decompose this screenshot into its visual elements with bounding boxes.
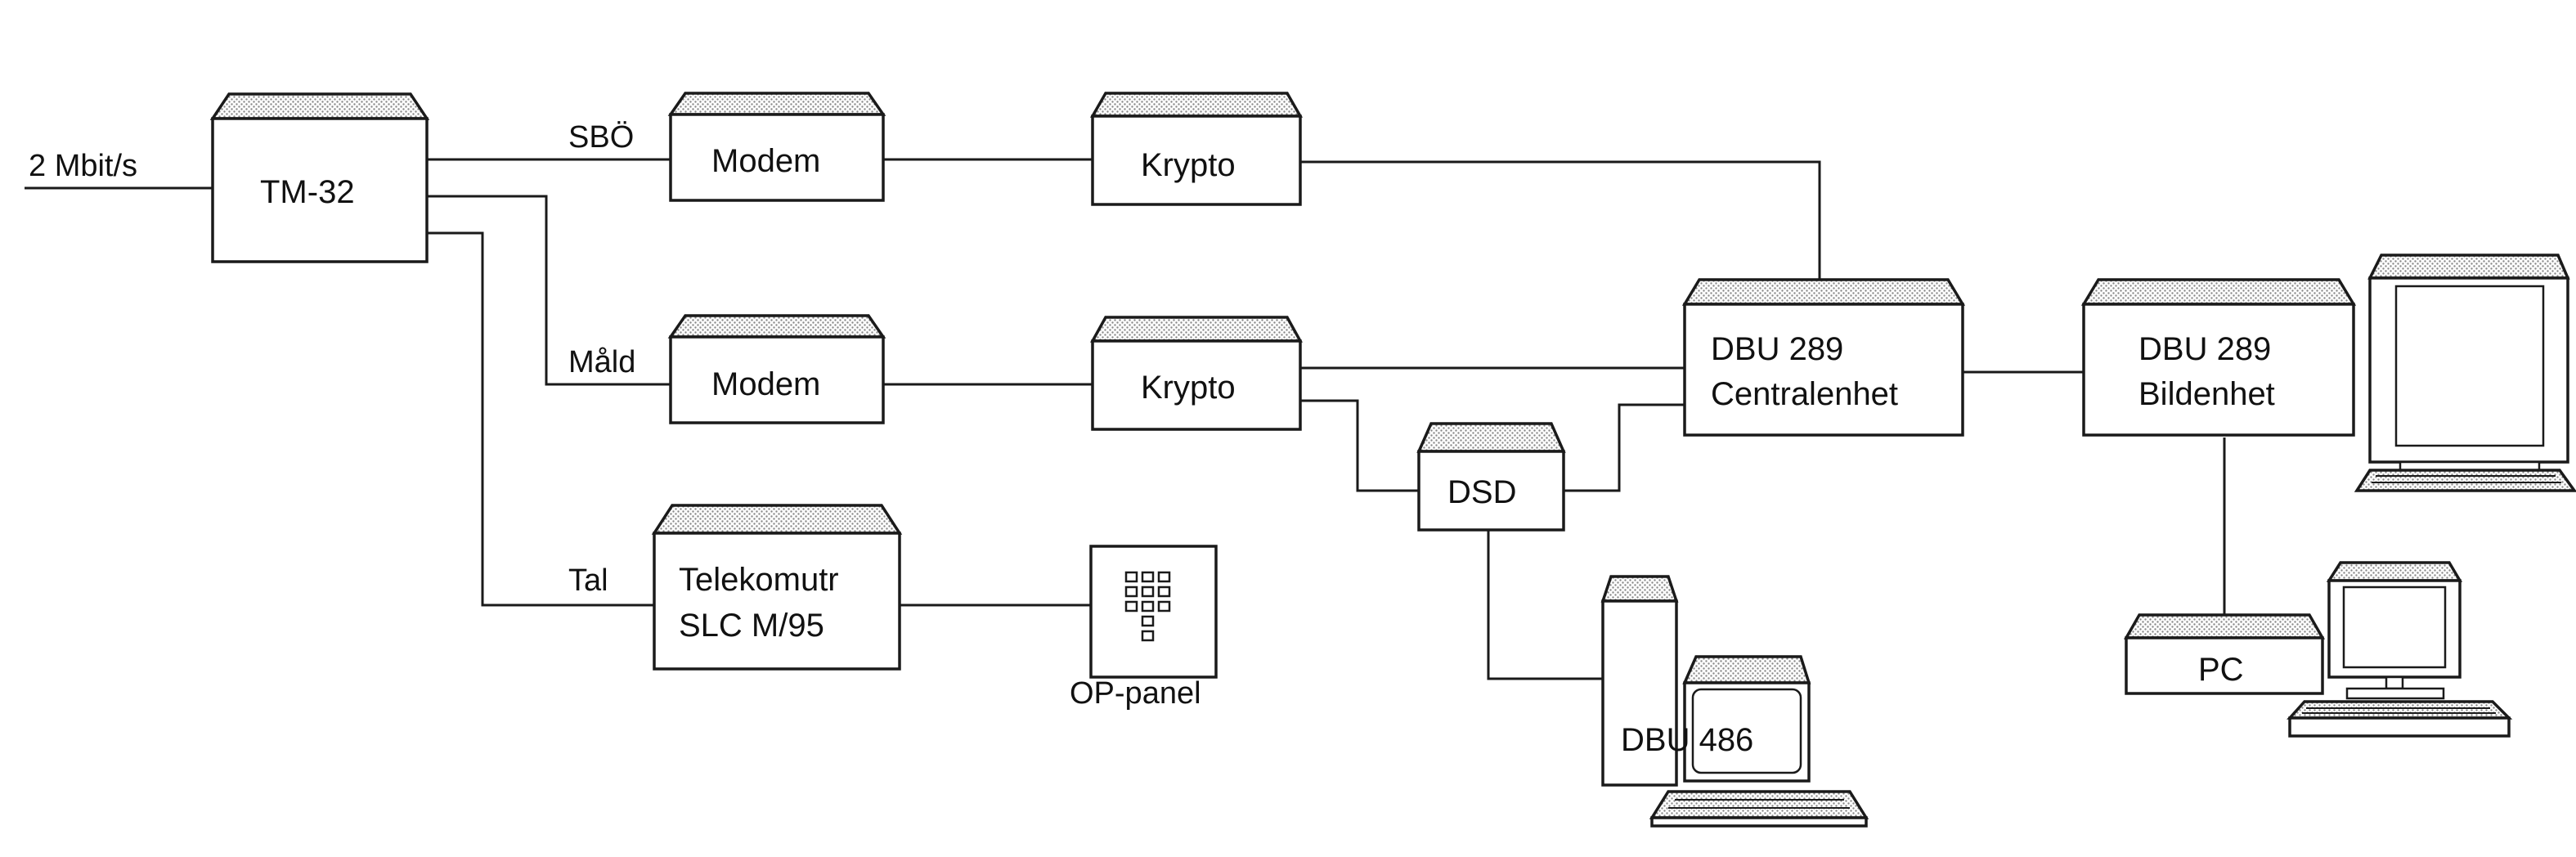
modem-sbo-label: Modem bbox=[711, 143, 820, 179]
op-panel-label: OP-panel bbox=[1070, 676, 1201, 711]
tm32-label: TM-32 bbox=[260, 174, 355, 210]
bild-label-line2: Bildenhet bbox=[2138, 376, 2275, 412]
tele-label-line2: SLC M/95 bbox=[679, 608, 824, 644]
dsd-box bbox=[1416, 422, 1566, 532]
keypad-icon bbox=[1124, 571, 1171, 642]
branch-label-tal: Tal bbox=[568, 563, 608, 598]
central-label-line1: DBU 289 bbox=[1711, 331, 1843, 367]
dbu486-workstation-icon bbox=[1600, 575, 1869, 828]
bild-box bbox=[2080, 278, 2357, 437]
link-dsd-central bbox=[1564, 403, 1685, 492]
krypto-sbo-box bbox=[1089, 92, 1304, 206]
dbu486-label: DBU 486 bbox=[1621, 722, 1753, 758]
modem-mald-box bbox=[667, 314, 886, 424]
tm32-box bbox=[209, 92, 430, 263]
link-tm32-tele bbox=[427, 231, 654, 607]
display-monitor-icon bbox=[2354, 254, 2576, 492]
link-dsd-dbu486 bbox=[1487, 530, 1603, 680]
pc-computer-icon bbox=[2287, 561, 2513, 738]
tele-label-line1: Telekomutr bbox=[679, 562, 839, 598]
central-label-line2: Centralenhet bbox=[1711, 376, 1898, 412]
pc-box bbox=[2123, 613, 2326, 695]
link-tm32-modem-mald bbox=[427, 195, 671, 386]
central-box bbox=[1681, 278, 1966, 437]
branch-label-sbo: SBÖ bbox=[568, 120, 634, 155]
krypto-mald-label: Krypto bbox=[1141, 370, 1236, 406]
dsd-label: DSD bbox=[1447, 474, 1516, 510]
branch-label-mald: Måld bbox=[568, 345, 635, 379]
bild-label-line1: DBU 289 bbox=[2138, 331, 2271, 367]
input-rate-label: 2 Mbit/s bbox=[29, 149, 137, 183]
modem-sbo-box bbox=[667, 92, 886, 202]
pc-label: PC bbox=[2198, 652, 2244, 688]
link-krypto-sbo-central bbox=[1300, 160, 1821, 282]
connections bbox=[25, 158, 2226, 680]
krypto-mald-box bbox=[1090, 316, 1303, 431]
op-panel-box bbox=[1089, 545, 1218, 679]
link-krypto-mald-dsd bbox=[1300, 399, 1419, 492]
modem-mald-label: Modem bbox=[711, 366, 820, 402]
krypto-sbo-label: Krypto bbox=[1141, 147, 1236, 183]
tele-box bbox=[651, 504, 903, 671]
